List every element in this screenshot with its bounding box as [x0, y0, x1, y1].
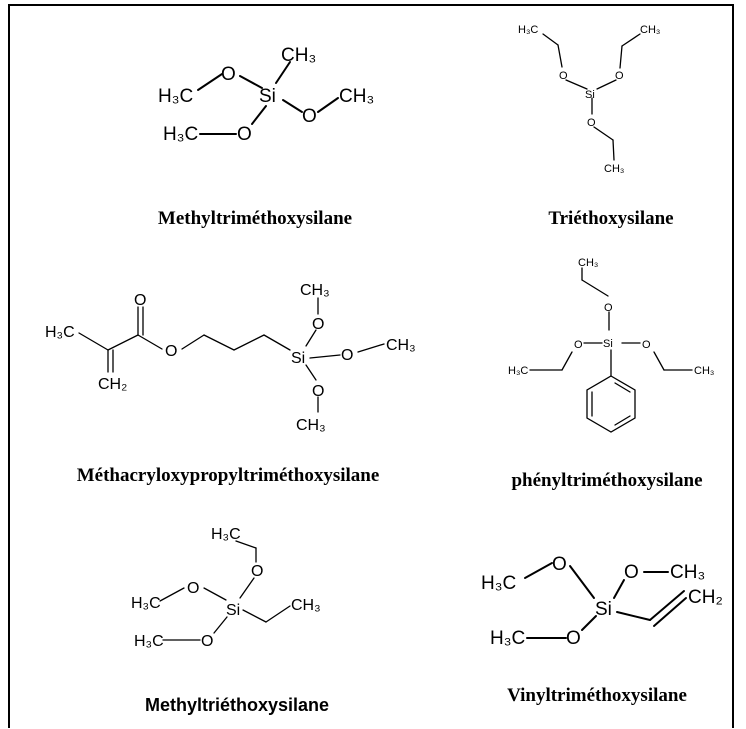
atom-label: Si [226, 602, 240, 619]
atom-label: O [312, 383, 324, 400]
atom-label: H₃C [134, 633, 164, 650]
structure-phenyltrimethoxysilane: CH₃ O Si O O H₃C CH₃ phényltriméthoxysil… [508, 257, 714, 491]
atom-label: Si [291, 350, 305, 367]
atom-label: O [221, 64, 236, 85]
atom-label: Si [603, 338, 613, 350]
atom-label: O [251, 563, 263, 580]
atom-label: CH₃ [386, 337, 416, 354]
atom-label: CH₃ [694, 365, 714, 377]
atom-label: O [341, 347, 353, 364]
atom-label: Si [259, 86, 276, 107]
figure-frame [8, 4, 734, 728]
atom-label: CH₃ [291, 597, 321, 614]
atom-label: H₃C [158, 86, 193, 107]
atom-label: O [312, 316, 324, 333]
atom-label: O [642, 339, 651, 351]
atom-label: H₃C [481, 573, 516, 594]
atom-label: CH₃ [640, 24, 660, 36]
atom-label: O [237, 124, 252, 145]
atom-label: CH₃ [296, 417, 326, 434]
atom-label: H₃C [45, 324, 75, 341]
atom-label: CH₃ [604, 163, 624, 175]
compound-name: phényltriméthoxysilane [511, 470, 702, 491]
atom-label: H₃C [518, 24, 538, 36]
atom-label: O [134, 292, 146, 309]
atom-label: CH₃ [578, 257, 598, 269]
atom-label: H₃C [163, 124, 198, 145]
atom-label: O [624, 562, 639, 583]
atom-label: O [559, 70, 568, 82]
atom-label: O [201, 633, 213, 650]
atom-label: CH₃ [300, 282, 330, 299]
atom-label: H₃C [131, 595, 161, 612]
atom-label: O [187, 580, 199, 597]
compound-name: Méthacryloxypropyltriméthoxysilane [77, 465, 380, 486]
atom-label: H₃C [508, 365, 528, 377]
atom-label: CH₃ [339, 86, 374, 107]
structure-methacryloxypropyltrimethoxysilane: H₃C O CH₂ O Si O CH₃ O CH₃ O CH₃ Méthacr… [45, 282, 416, 486]
atom-label: H₃C [211, 526, 241, 543]
atom-label: O [566, 628, 581, 649]
atom-label: O [302, 106, 317, 127]
atom-label: O [552, 554, 567, 575]
atom-label: CH₂ [688, 587, 723, 608]
structure-triethoxysilane: H₃C O Si O CH₃ O CH₃ Triéthoxysilane [518, 24, 674, 229]
structure-methyltrimethoxysilane: H₃C O Si CH₃ O CH₃ H₃C O Methyltriméthox… [158, 45, 374, 229]
atom-label: O [604, 302, 613, 314]
atom-label: O [574, 339, 583, 351]
atom-label: O [165, 343, 177, 360]
atom-label: Si [595, 599, 612, 620]
atom-label: O [615, 70, 624, 82]
atom-label: CH₃ [281, 45, 316, 66]
compound-name: Methyltriméthoxysilane [158, 208, 352, 229]
compound-name: Triéthoxysilane [548, 208, 673, 229]
atom-label: CH₂ [98, 376, 127, 393]
atom-label: Si [585, 89, 595, 101]
atom-label: O [587, 117, 596, 129]
atom-label: H₃C [490, 628, 525, 649]
structure-methyltriethoxysilane: H₃C O H₃C O Si CH₃ H₃C O Methyltriéthoxy… [131, 526, 329, 715]
atom-label: CH₃ [670, 562, 705, 583]
structure-vinyltrimethoxysilane: H₃C O Si O CH₃ CH₂ H₃C O Vinyltriméthoxy… [481, 554, 723, 706]
compound-name: Vinyltriméthoxysilane [507, 685, 687, 706]
compound-name: Methyltriéthoxysilane [145, 695, 329, 715]
